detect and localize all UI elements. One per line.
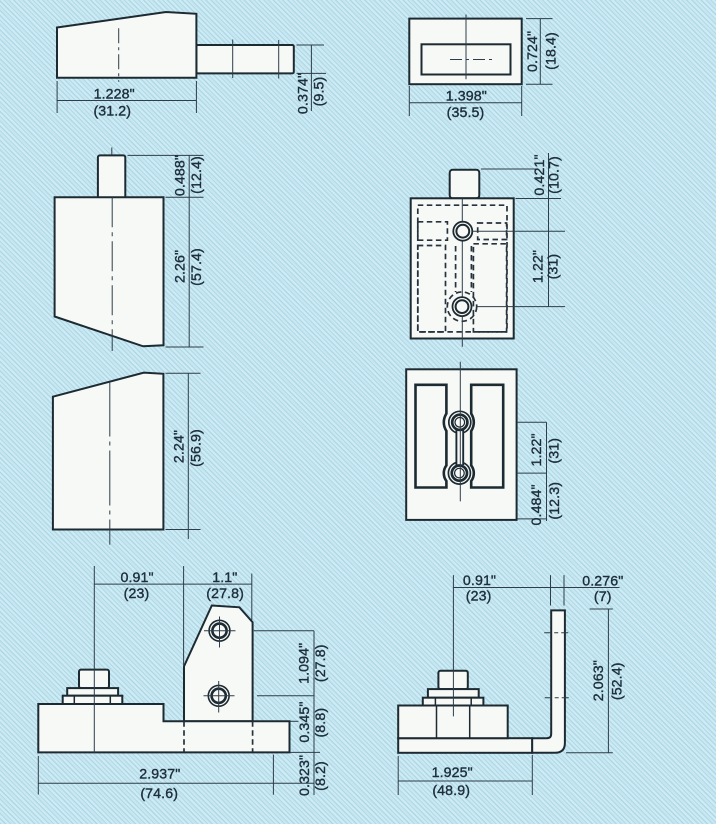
svg-text:1.22": 1.22" [529, 433, 545, 466]
svg-text:1.925": 1.925" [432, 765, 473, 781]
svg-text:0.488": 0.488" [172, 155, 188, 196]
svg-text:(31.2): (31.2) [93, 103, 131, 119]
svg-text:(57.4): (57.4) [189, 248, 205, 286]
svg-text:(27.8): (27.8) [206, 586, 244, 602]
svg-text:1.22": 1.22" [531, 250, 547, 283]
svg-text:(8.8): (8.8) [313, 708, 329, 738]
svg-text:0.421": 0.421" [532, 154, 548, 195]
svg-text:0.276": 0.276" [582, 573, 623, 589]
svg-text:1.398": 1.398" [446, 88, 487, 104]
svg-text:0.91": 0.91" [463, 573, 496, 589]
svg-text:(31): (31) [547, 438, 563, 464]
svg-text:(7): (7) [594, 589, 612, 605]
svg-text:(74.6): (74.6) [140, 786, 178, 802]
svg-text:2.937": 2.937" [139, 766, 180, 782]
svg-text:0.323": 0.323" [297, 755, 313, 796]
svg-text:2.26": 2.26" [173, 250, 189, 283]
svg-text:2.063": 2.063" [591, 660, 607, 701]
svg-text:(9.5): (9.5) [312, 77, 328, 107]
svg-text:(35.5): (35.5) [447, 105, 485, 121]
svg-text:(12.4): (12.4) [189, 156, 205, 194]
svg-text:0.345": 0.345" [297, 702, 313, 743]
svg-text:(48.9): (48.9) [432, 783, 470, 799]
svg-text:(23): (23) [466, 588, 492, 604]
svg-text:(31): (31) [545, 254, 561, 280]
svg-text:(18.4): (18.4) [543, 32, 559, 70]
svg-text:1.228": 1.228" [94, 86, 135, 102]
svg-text:(8.2): (8.2) [313, 761, 329, 791]
svg-text:1.1": 1.1" [212, 570, 237, 586]
svg-text:0.724": 0.724" [525, 31, 541, 72]
svg-text:(12.3): (12.3) [547, 482, 563, 520]
svg-text:2.24": 2.24" [172, 430, 188, 463]
svg-text:(56.9): (56.9) [189, 429, 205, 467]
svg-text:(23): (23) [124, 586, 150, 602]
svg-text:0.374": 0.374" [296, 73, 312, 114]
svg-text:(52.4): (52.4) [610, 662, 626, 700]
svg-text:(10.7): (10.7) [547, 156, 563, 194]
svg-text:0.484": 0.484" [529, 484, 545, 525]
svg-text:1.094": 1.094" [297, 643, 313, 684]
svg-text:0.91": 0.91" [121, 570, 154, 586]
svg-text:(27.8): (27.8) [313, 644, 329, 682]
